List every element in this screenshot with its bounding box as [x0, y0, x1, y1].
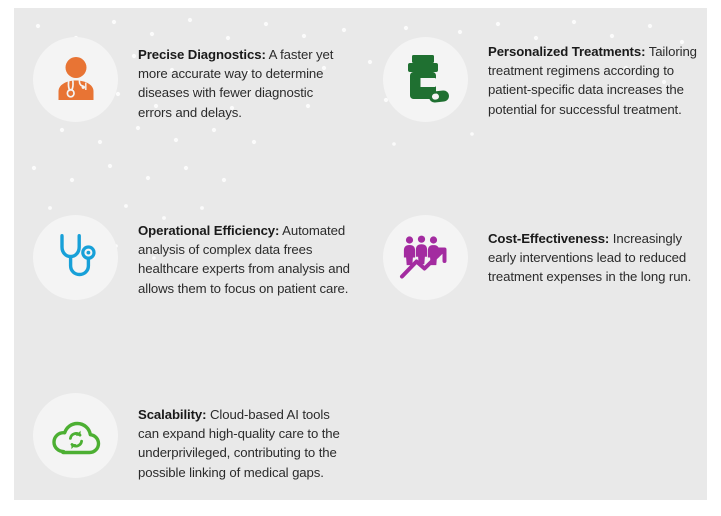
benefit-item-personalized-treatments: Personalized Treatments: Tailoring treat… [383, 37, 704, 122]
benefit-text: Operational Efficiency: Automated analys… [138, 215, 350, 298]
people-growth-chart-icon [399, 235, 446, 278]
pill-bottle-icon [407, 54, 449, 102]
benefit-body: A faster yet more accurate way to determ… [138, 47, 334, 120]
benefit-body: Increasingly early interventions lead to… [488, 231, 692, 285]
benefit-body: Tailoring treatment regimens according t… [488, 44, 697, 117]
icon-disc [33, 393, 118, 478]
cloud-sync-icon [51, 421, 100, 454]
benefit-text: Scalability: Cloud-based AI tools can ex… [138, 393, 350, 482]
icon-disc [33, 215, 118, 300]
benefit-item-cost-effectiveness: Cost-Effectiveness: Increasingly early i… [383, 215, 704, 300]
benefit-item-scalability: Scalability: Cloud-based AI tools can ex… [33, 393, 350, 482]
benefit-item-operational-efficiency: Operational Efficiency: Automated analys… [33, 215, 350, 300]
benefit-body: Cloud-based AI tools can expand high-qua… [138, 407, 340, 480]
doctor-icon [58, 56, 93, 100]
icon-disc [383, 215, 468, 300]
benefit-lead: Cost-Effectiveness: [488, 231, 610, 246]
benefit-text: Precise Diagnostics: A faster yet more a… [138, 37, 350, 122]
benefit-text: Cost-Effectiveness: Increasingly early i… [488, 215, 704, 287]
benefit-text: Personalized Treatments: Tailoring treat… [488, 37, 704, 119]
icon-disc [33, 37, 118, 122]
benefit-lead: Operational Efficiency: [138, 223, 280, 238]
benefit-body: Automated analysis of complex data frees… [138, 223, 350, 296]
icon-disc [383, 37, 468, 122]
benefit-lead: Personalized Treatments: [488, 44, 646, 59]
benefit-lead: Precise Diagnostics: [138, 47, 266, 62]
stethoscope-icon [59, 233, 96, 276]
benefit-item-precise-diagnostics: Precise Diagnostics: A faster yet more a… [33, 37, 350, 122]
slide-canvas: Precise Diagnostics: A faster yet more a… [14, 8, 707, 500]
benefit-lead: Scalability: [138, 407, 207, 422]
